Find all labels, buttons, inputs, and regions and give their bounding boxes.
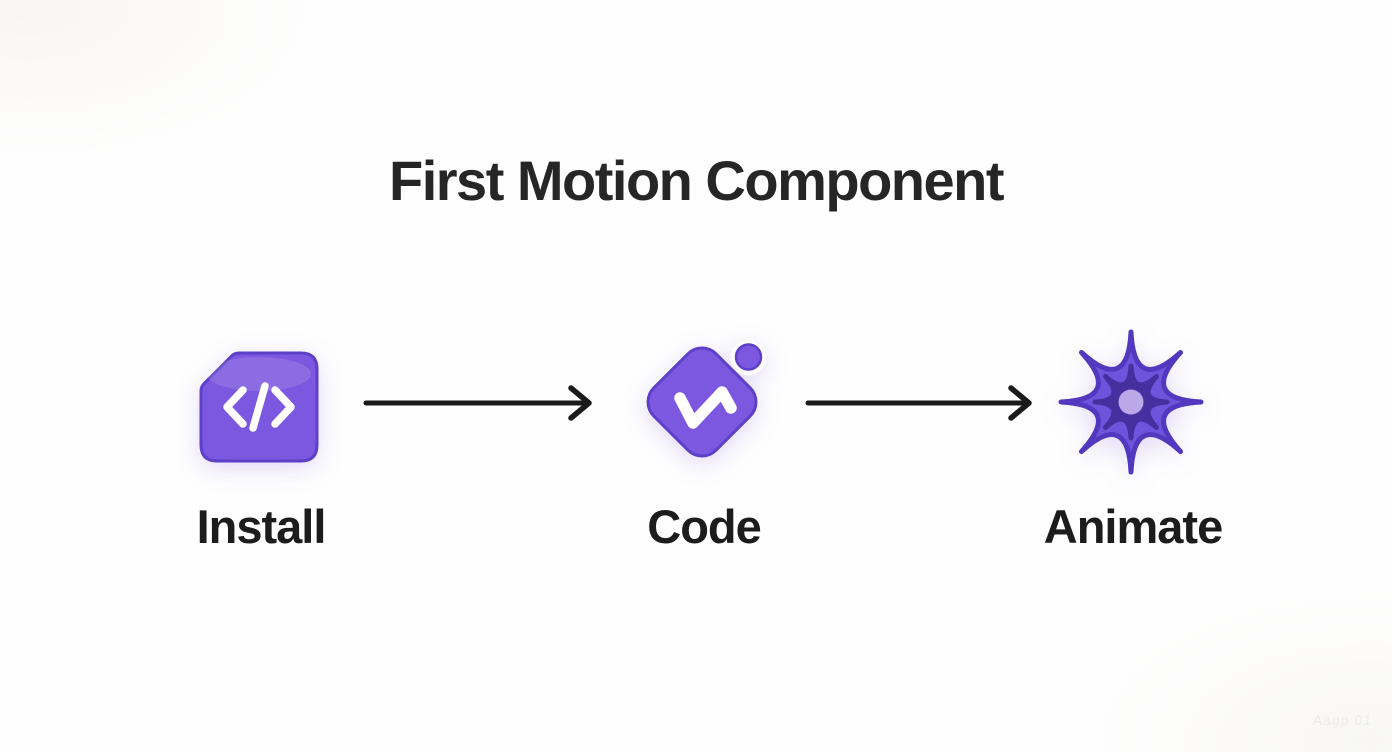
motion-wave-diamond-icon <box>646 340 766 458</box>
step-label-install: Install <box>196 500 327 553</box>
page-title: First Motion Component <box>388 149 1005 212</box>
badge-gloss <box>207 357 311 391</box>
arrow-install-to-code <box>360 383 596 428</box>
orbit-dot <box>734 343 763 371</box>
arrow-head <box>1008 385 1032 421</box>
arrow-head <box>568 385 592 421</box>
star-core <box>1118 389 1144 415</box>
step-label-animate: Animate <box>1043 500 1223 553</box>
arrow-code-to-animate <box>800 383 1036 428</box>
diamond-shape <box>646 346 758 458</box>
arrow-right-icon <box>363 385 592 421</box>
step-label-code: Code <box>647 500 761 553</box>
code-tag-badge-icon <box>199 351 319 463</box>
starburst-icon <box>1058 329 1204 475</box>
watermark-text: Aagp 01 <box>1311 712 1373 728</box>
code-right-chevron <box>271 386 295 428</box>
wave-glyph <box>674 386 737 429</box>
arrow-right-icon <box>805 385 1032 421</box>
animate-step-icon <box>1055 326 1207 478</box>
code-step-icon <box>632 330 772 472</box>
install-step-icon <box>198 350 320 466</box>
code-left-chevron <box>223 386 247 428</box>
code-slash <box>249 382 269 432</box>
